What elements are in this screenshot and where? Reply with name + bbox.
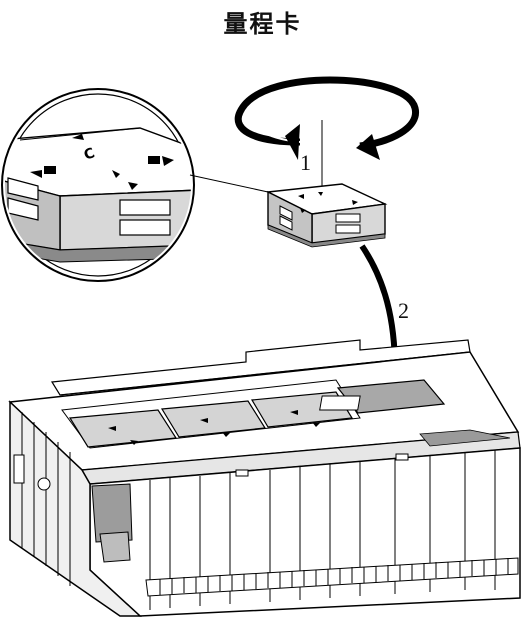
step-label-1: 1: [300, 150, 311, 175]
step-label-2: 2: [398, 298, 409, 323]
module-housing: [8, 339, 521, 617]
rotation-arrow: [234, 76, 419, 195]
callout-line: [189, 174, 269, 193]
range-card: [265, 183, 388, 248]
rotation-arrowhead-left: [285, 124, 300, 160]
rotation-arrowhead-right: [356, 134, 380, 160]
slot-card-2: [160, 400, 267, 438]
magnifier-callout: C: [1, 88, 195, 282]
diagram-title: 量程卡: [223, 9, 302, 38]
slot-card-1: [68, 409, 178, 448]
